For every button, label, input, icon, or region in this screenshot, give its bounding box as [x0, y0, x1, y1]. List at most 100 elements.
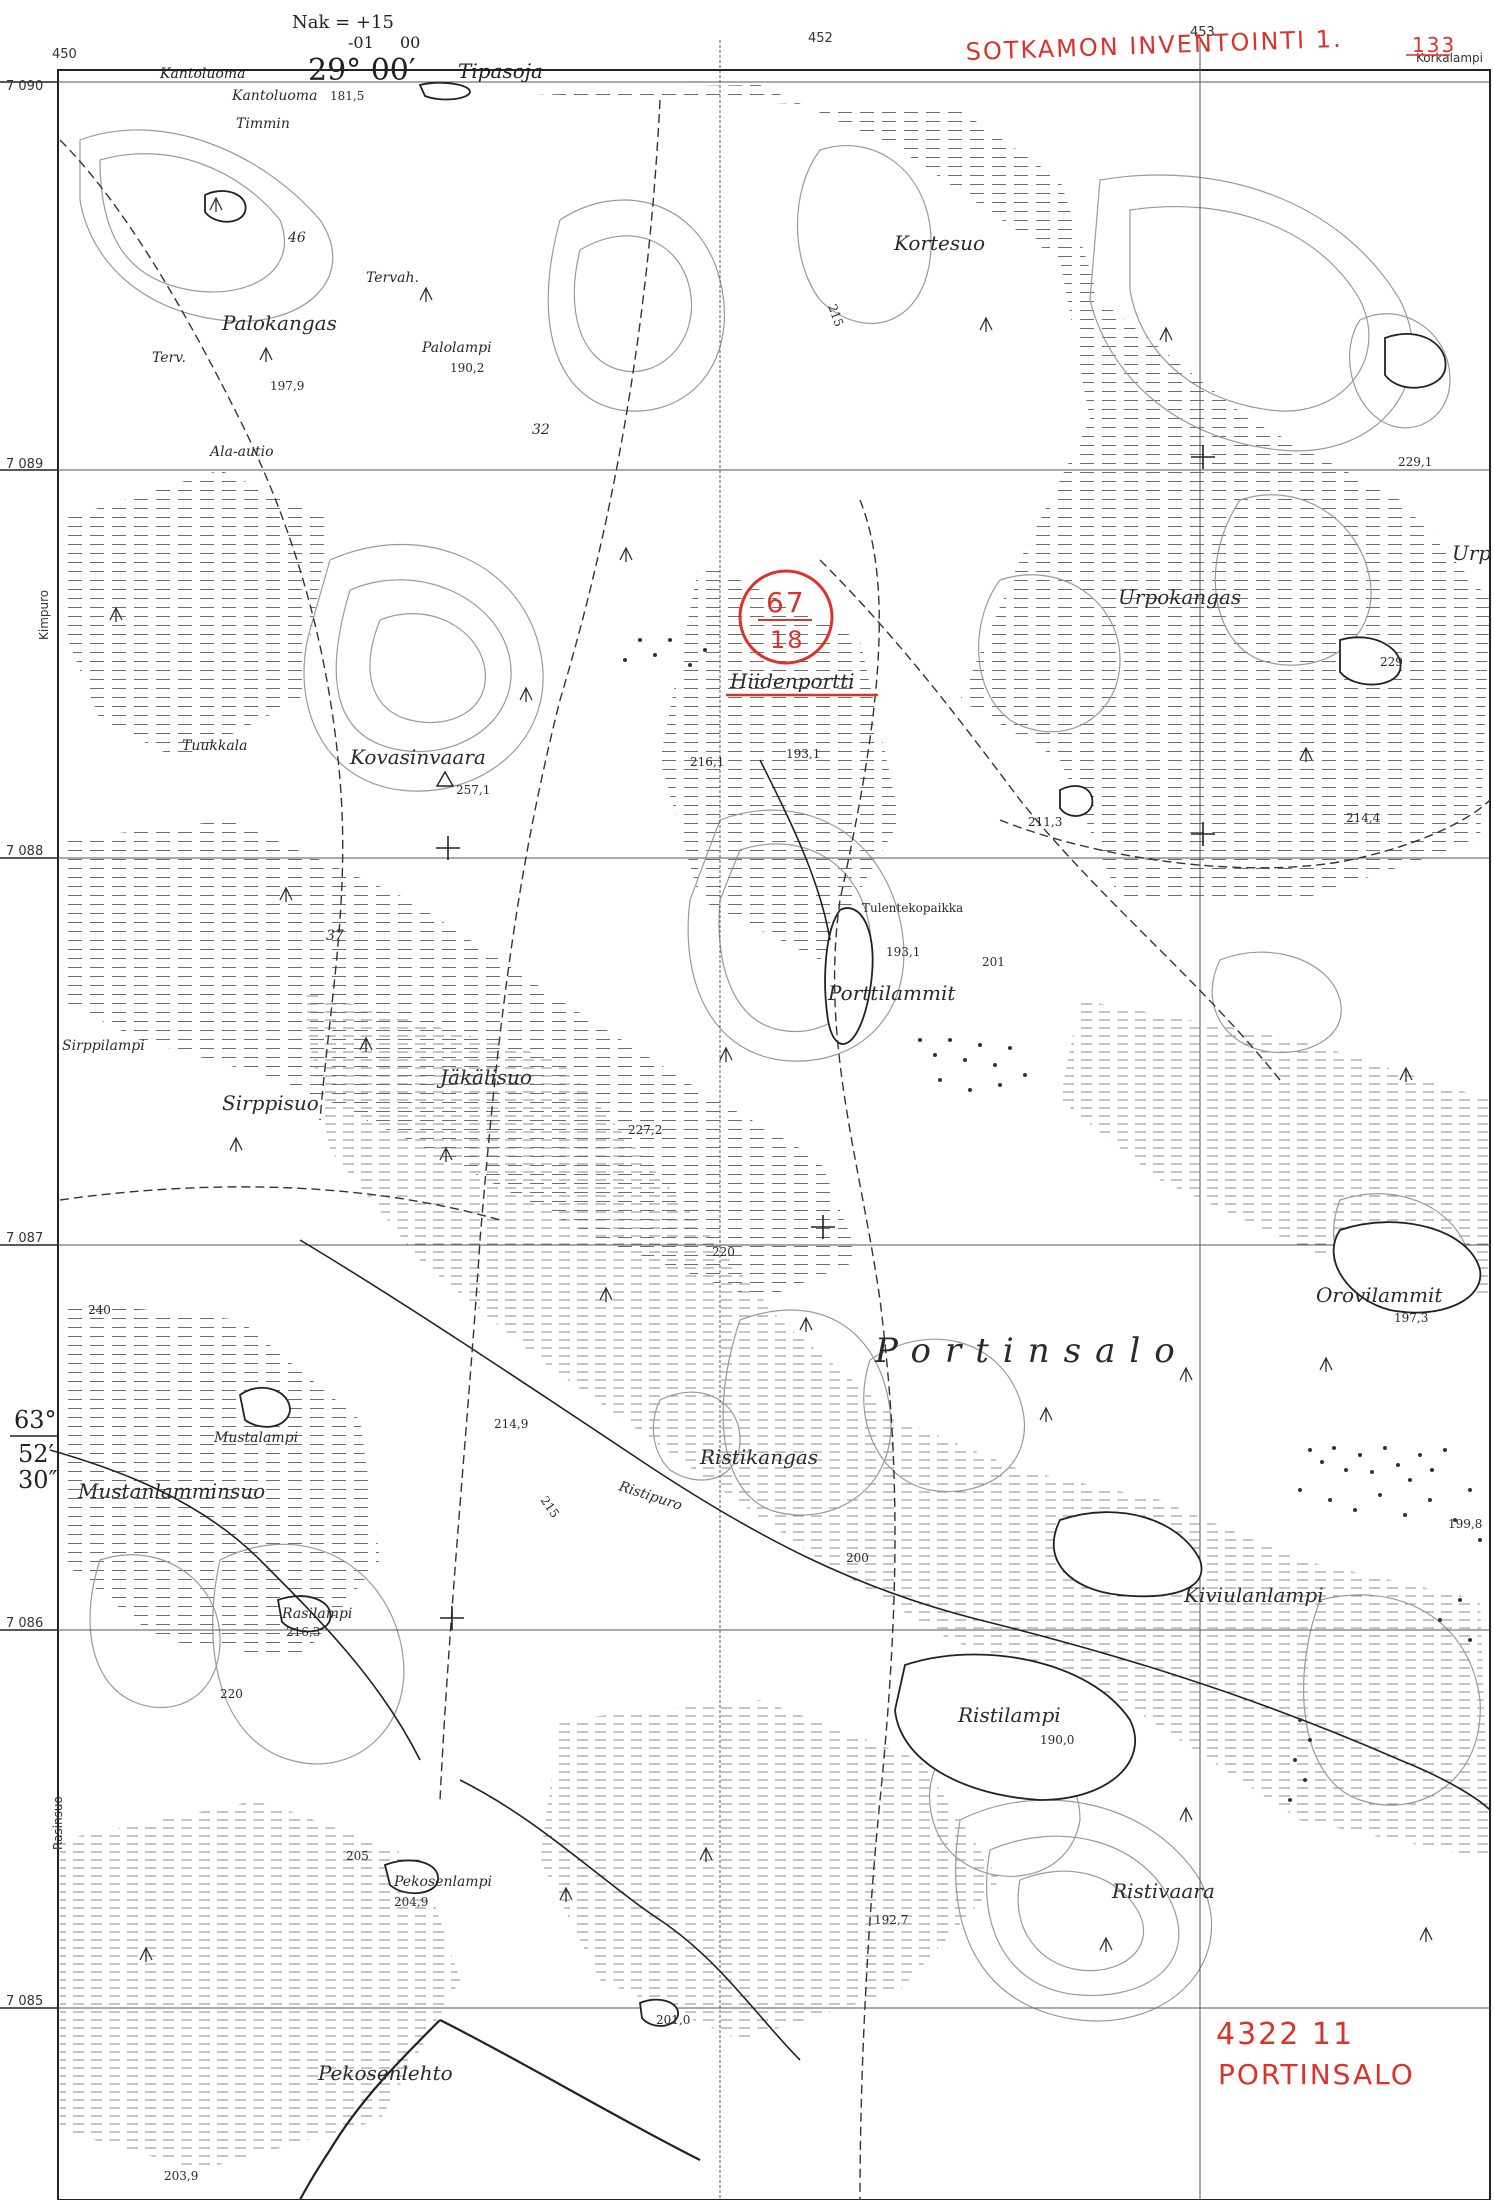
elevation: 37 — [326, 928, 344, 944]
elevation: 200 — [846, 1551, 869, 1565]
triangulation-point-icon — [435, 770, 455, 787]
elevation: 190,2 — [450, 361, 484, 375]
place-kantoluoma: Kantoluoma — [159, 66, 245, 82]
northing-7088: 7 088 — [6, 844, 43, 859]
elevation: 211,3 — [1028, 815, 1062, 829]
lake-rasilampi — [276, 1595, 332, 1633]
northing-7090: 7 090 — [6, 79, 43, 94]
elevation: 32 — [532, 422, 550, 438]
site-marker-circle — [738, 569, 834, 665]
lake-porttilammit — [824, 907, 874, 1045]
header: Nak = +15 -01 00 29° 00′ Kantoluoma Tipa… — [159, 12, 543, 88]
easting-452: 452 — [808, 31, 833, 46]
lat-seconds: 30″ — [18, 1466, 58, 1494]
elevation: 197,9 — [270, 379, 304, 393]
lat-minutes: 52′ — [18, 1440, 54, 1468]
elevation: 216,3 — [286, 1625, 320, 1639]
elevation: 181,5 — [330, 89, 364, 103]
edge-kimpuro: Kimpuro — [37, 590, 51, 640]
northing-7086: 7 086 — [6, 1616, 43, 1631]
grid-labels: 450 452 453 7 090 7 089 7 088 7 087 7 08… — [6, 25, 1215, 2009]
label-porttilammit: Porttilammit — [827, 981, 956, 1005]
nak-suffix: 00 — [400, 33, 420, 52]
forest-symbols — [109, 196, 1433, 1962]
elevation: 197,3 — [1394, 1311, 1428, 1325]
elevation-labels: 197,9 190,2 257,1 216,1 193,1 193,1 201 … — [88, 89, 1482, 2183]
lat-degrees: 63° — [14, 1406, 57, 1434]
label-palokangas: Palokangas — [221, 311, 337, 335]
elevation: 220 — [712, 1245, 735, 1259]
grid-crosses — [436, 445, 1215, 1630]
easting-450: 450 — [52, 47, 77, 62]
label-timmin: Timmin — [236, 116, 290, 132]
lakes — [204, 81, 1482, 2027]
easting-453: 453 — [1190, 25, 1215, 40]
elevation: 229,1 — [1398, 455, 1432, 469]
label-rasilampi: Rasilampi — [281, 1606, 352, 1622]
label-hiidenportti: Hiidenportti — [729, 669, 855, 693]
inventory-note: SOTKAMON INVENTOINTI 1. — [965, 25, 1343, 66]
stone-fields — [623, 638, 1482, 1802]
label-sirppilampi: Sirppilampi — [62, 1038, 145, 1054]
site-number-bottom: 18 — [770, 626, 805, 654]
inventory-year: 133 — [1412, 33, 1456, 57]
elevation: 201 — [982, 955, 1005, 969]
ristipuro-stream — [299, 1239, 1491, 1811]
lake-pekosenlampi — [383, 1859, 439, 1895]
label-kantoluoma-2: Kantoluoma — [231, 88, 317, 104]
label-urp: Urp — [1452, 541, 1491, 565]
elevation: 240 — [88, 1303, 111, 1317]
stream-rasilampi — [49, 1449, 421, 1761]
label-kovasinvaara: Kovasinvaara — [349, 745, 486, 769]
label-kiviulanlampi: Kiviulanlampi — [1183, 1583, 1324, 1607]
pond-201 — [639, 1998, 679, 2027]
label-jakalisuo: Jäkälisuo — [436, 1065, 532, 1089]
label-portinsalo: Portinsalo — [874, 1331, 1189, 1371]
label-terv: Terv. — [152, 350, 186, 366]
label-palolampi: Palolampi — [421, 340, 492, 356]
site-number-top: 67 — [766, 586, 806, 619]
label-pekosenlehto: Pekosenlehto — [317, 2061, 453, 2085]
elevation: 257,1 — [456, 783, 490, 797]
elevation: 192,7 — [874, 1913, 908, 1927]
label-urpokangas: Urpokangas — [1118, 585, 1241, 609]
lake-orovilammit — [1332, 1221, 1482, 1314]
elevation: 216,1 — [690, 755, 724, 769]
elevation: 193,1 — [886, 945, 920, 959]
lake-kiviulanlampi — [1053, 1511, 1203, 1598]
label-mustalampi: Mustalampi — [213, 1430, 298, 1446]
elevation: 227,2 — [628, 1123, 662, 1137]
nak-line2: -01 — [348, 33, 374, 52]
elevation: 214,9 — [494, 1417, 528, 1431]
label-pekosenlampi: Pekosenlampi — [393, 1874, 492, 1890]
main-road — [299, 2019, 701, 2200]
grid-ticks — [0, 81, 58, 2009]
elevation: 201,0 — [656, 2013, 690, 2027]
place-tipasoja: Tipasoja — [458, 59, 543, 83]
northing-7085: 7 085 — [6, 1994, 43, 2009]
lake-mustalampi — [239, 1386, 291, 1428]
label-ristilampi: Ristilampi — [957, 1703, 1061, 1727]
label-tulentekopaikka: Tulentekopaikka — [862, 901, 963, 915]
sheet-name: PORTINSALO — [1218, 2058, 1415, 2091]
elevation: 193,1 — [786, 747, 820, 761]
elevation: 229 — [1380, 655, 1403, 669]
label-tervah: Tervah. — [366, 270, 419, 286]
lake-ristilampi — [894, 1653, 1136, 1801]
grid-lines — [20, 40, 1490, 2200]
stream-porttilammit — [759, 759, 831, 941]
label-sirppisuo: Sirppisuo — [222, 1091, 319, 1115]
label-orovilammit: Orovilammit — [1316, 1283, 1443, 1307]
northing-7087: 7 087 — [6, 1231, 43, 1246]
label-ristivaara: Ristivaara — [1111, 1879, 1215, 1903]
roads — [59, 99, 1491, 2200]
label-mustanlamminsuo: Mustanlamminsuo — [77, 1479, 265, 1503]
longitude-label: 29° 00′ — [308, 53, 416, 88]
label-ristikangas: Ristikangas — [699, 1445, 818, 1469]
red-annotations: SOTKAMON INVENTOINTI 1. 133 67 18 4322 1… — [726, 25, 1456, 2091]
sheet-number: 4322 11 — [1216, 2017, 1354, 2052]
label-ala-autio: Ala-autio — [208, 444, 274, 460]
nak-line1: Nak = +15 — [292, 12, 394, 33]
elevation: 199,8 — [1448, 1517, 1482, 1531]
